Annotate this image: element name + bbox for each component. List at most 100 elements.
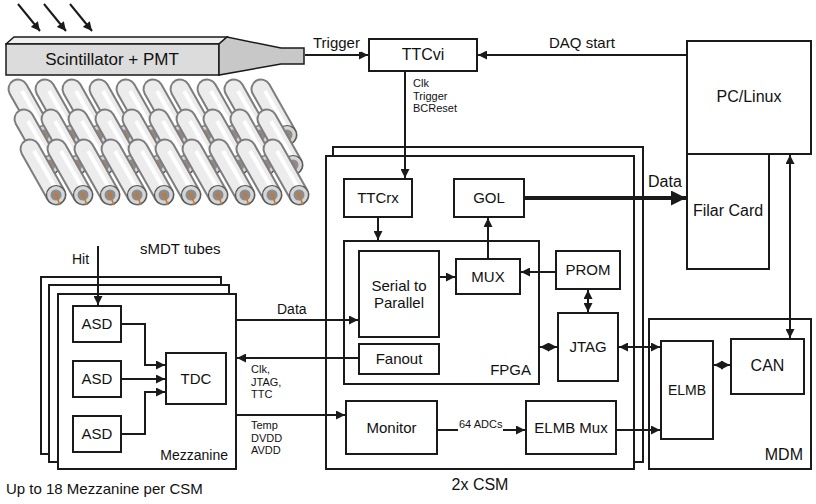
light-guide [219,37,304,75]
stacked-board-frames [41,147,643,462]
connector-arrow [521,271,555,273]
particle-arrow [18,4,40,31]
text-label: Filar Card [693,202,763,220]
process-box: Filar Card [686,153,770,270]
text-label: TTCvi [402,46,445,64]
connector-arrow [789,155,791,338]
process-box: Monitor [345,400,438,455]
text-label: sMDT tubes [140,240,221,257]
connector-arrow [377,218,379,240]
hit-arrow [97,246,99,305]
connector-arrow [619,346,660,348]
text-label: Trigger [313,34,360,51]
process-box: MUX [455,258,521,295]
detector-shape: Scintillator + PMT [5,36,305,76]
board-stack-edge [49,285,229,462]
text-label: JTAG [569,338,606,355]
process-box: PROM [555,250,621,290]
text-holder: Mezzanine [160,446,228,464]
text-label: TDC [181,370,212,387]
connector-arrow [122,378,165,380]
process-box: JTAG [557,312,619,382]
process-box: GOL [453,178,525,218]
text-label: Clk, JTAG, TTC [251,363,281,401]
edge-label-holder: DAQ start [548,34,616,52]
text-label: Temp DVDD AVDD [251,419,282,457]
connector-arrow [714,364,730,366]
text-label: 2x CSM [452,476,509,493]
group-box: MDM ELMB CAN [648,318,812,470]
connector-arrow [305,54,368,56]
connector-arrow [237,319,358,321]
text-label: Up to 18 Mezzanine per CSM [6,480,203,497]
edge-label-holder: Data [276,300,308,318]
group-box: Mezzanine ASD ASD ASD TDC [57,293,237,470]
edge-label-holder: 64 ADCs [458,414,503,432]
label-holder: Hit [72,250,89,268]
connector-arrow [237,357,358,359]
text-label: Monitor [366,419,416,436]
text-label: ASD [82,315,113,332]
connector-arrow [404,72,406,178]
connector-arrow [525,196,686,200]
edge-label-holder: Clk, JTAG, TTC [250,363,282,402]
board-stack-edge [333,147,643,462]
process-box: ASD [72,415,122,453]
connector-arrow [122,392,165,434]
process-box: ELMB Mux [525,400,617,455]
text-label: ELMB Mux [534,419,607,436]
connector-arrow [540,346,557,348]
text-label: ASD [82,370,113,387]
text-label: ASD [82,425,113,442]
connector-arrow [487,218,489,258]
edge-label-holder: Temp DVDD AVDD [250,419,283,458]
text-label: Hit [72,251,89,267]
text-holder: Scintillator + PMT [5,44,219,76]
text-label: Serial to Parallel [364,277,434,312]
connector-arrow [237,414,345,416]
scintillator-front-face [6,44,219,75]
connector-arrow [122,324,165,365]
scintillator-top-face [6,37,227,44]
text-label: Data [277,301,307,317]
particle-arrow [70,4,92,31]
text-label: MUX [471,268,504,285]
group-box: FPGASerial to ParallelMUXFanout [343,240,540,385]
process-box: PC/Linux [686,40,812,155]
text-holder: MDM [765,446,803,464]
label-holder: Up to 18 Mezzanine per CSM [6,480,203,498]
text-label: Scintillator + PMT [45,50,179,70]
text-label: FPGA [490,361,531,378]
connector-arrow [440,276,455,278]
process-box: ASD [72,360,122,398]
edge-label-holder: Data [647,173,683,191]
connector-arrow [478,54,686,56]
process-box: TTCrx [343,178,413,218]
text-label: ELMB [668,382,706,398]
process-box: CAN [730,338,805,395]
text-label: TTCrx [357,189,399,206]
text-label: MDM [765,446,803,463]
connector-arrow [617,429,660,431]
text-label: PC/Linux [717,88,782,106]
text-holder: FPGA [490,361,531,379]
process-box: TDC [165,352,227,405]
text-label: CAN [751,357,785,375]
edge-label-holder: Trigger [312,34,361,52]
text-label: Data [648,173,682,190]
text-label: DAQ start [549,34,615,51]
text-label: Clk Trigger BCReset [413,77,457,115]
edge-label-holder: Clk Trigger BCReset [412,77,458,116]
process-box: Serial to Parallel [358,250,440,338]
smdt-tubes-illustration [18,89,309,205]
process-box: ASD [72,305,122,343]
tube-row [30,149,309,205]
text-holder: 2x CSM [327,476,633,494]
text-label: PROM [566,261,611,278]
particle-arrow [44,4,66,31]
process-box: ELMB [660,340,714,440]
label-holder: sMDT tubes [140,240,221,258]
process-box: TTCvi [368,38,478,72]
particle-arrows [18,4,92,31]
